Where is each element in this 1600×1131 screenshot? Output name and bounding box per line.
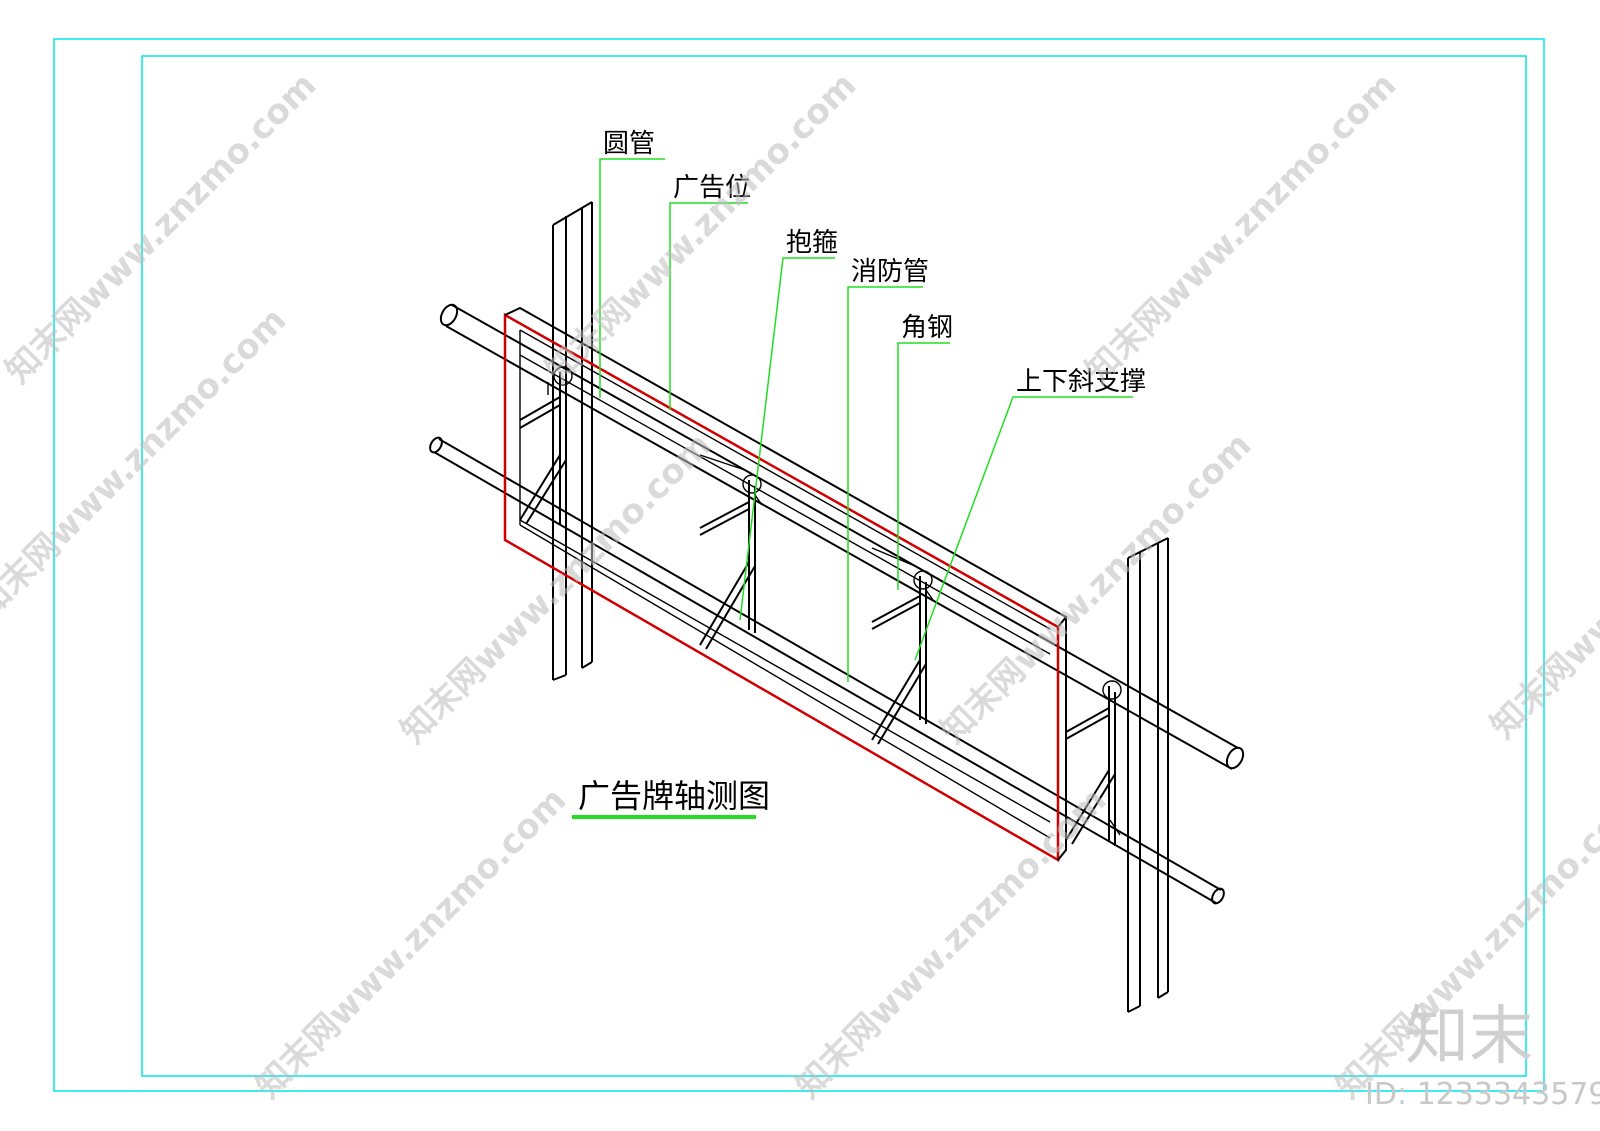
support-bracket-3 — [871, 547, 934, 745]
left-steel-column — [552, 201, 593, 681]
leader-round-pipe — [599, 158, 665, 398]
leader-lines — [599, 158, 1133, 682]
leader-ad-position — [669, 202, 748, 410]
label-braces: 上下斜支撑 — [1016, 367, 1146, 397]
drawing-title: 广告牌轴测图 — [578, 777, 770, 815]
right-steel-column — [1127, 537, 1169, 1013]
support-bracket-4 — [1065, 680, 1122, 846]
watermark-text: 知末网www.znzmo.com — [1078, 65, 1404, 391]
title-underline — [572, 815, 756, 819]
brand-logo-text: 知末 — [1405, 1000, 1533, 1074]
label-hoop: 抱箍 — [786, 228, 838, 258]
image-id-label: ID: 1233343579 — [1365, 1077, 1600, 1112]
watermark-text: 知末网www.znzmo.com — [1483, 420, 1600, 746]
support-bracket-2 — [699, 454, 763, 650]
watermark-text: 知末网www.znzmo.com — [248, 780, 574, 1106]
sign-panel-frame — [503, 306, 1068, 863]
label-angle-steel: 角钢 — [901, 313, 953, 343]
support-bracket-1 — [519, 366, 573, 528]
upper-round-pipe — [439, 303, 1245, 770]
leader-fire-pipe — [847, 286, 923, 682]
watermarks: 知末网www.znzmo.com 知末网www.znzmo.com 知末网www… — [0, 65, 1600, 1106]
watermark-text: 知末网www.znzmo.com — [933, 425, 1259, 751]
watermark-text: 知末网www.znzmo.com — [788, 780, 1114, 1106]
label-ad-position: 广告位 — [673, 173, 751, 203]
leader-angle-steel — [897, 342, 950, 590]
inner-sheet-border — [141, 55, 1527, 1077]
outer-sheet-border — [53, 38, 1545, 1092]
label-fire-pipe: 消防管 — [851, 257, 929, 287]
leader-hoop — [739, 257, 835, 621]
leader-braces — [914, 396, 1133, 661]
label-round-pipe: 圆管 — [603, 129, 655, 159]
